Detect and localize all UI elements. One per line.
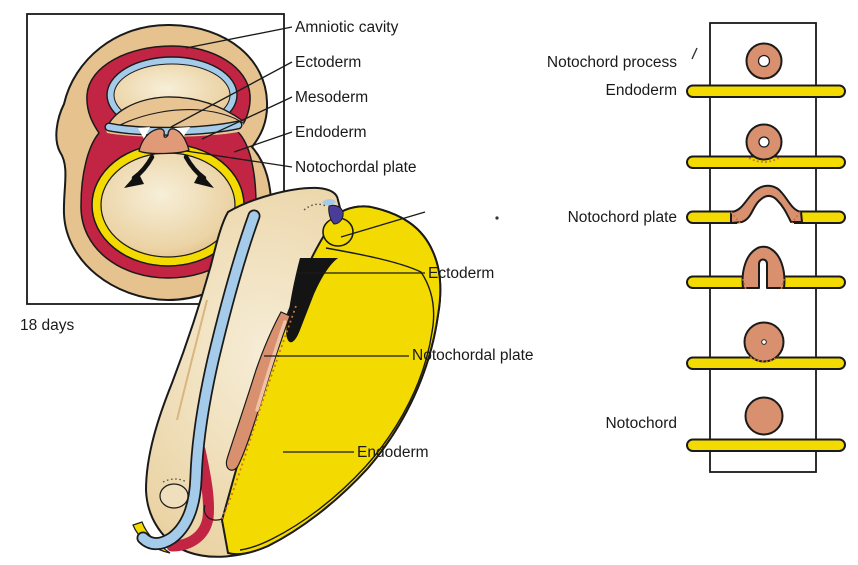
dome-tip-bump <box>159 483 189 509</box>
label-amniotic-cavity: Amniotic cavity <box>295 19 399 36</box>
cross-section-frame <box>26 13 285 305</box>
leader-amniotic-cavity <box>185 26 293 49</box>
cleft-left <box>138 127 150 139</box>
leader-notochordal-plate-cross <box>185 150 293 168</box>
yolk-cavity <box>100 152 236 258</box>
node-blue-fleck <box>322 199 336 206</box>
dome-dotted-arc <box>303 203 327 211</box>
leader-lines <box>170 26 426 453</box>
stage4-junction-right <box>780 278 785 291</box>
label-endoderm-disc: Endoderm <box>357 444 429 461</box>
caption-18-days: 18 days <box>20 317 75 334</box>
disc-rim-line <box>239 247 435 551</box>
infolding-notochord-plate <box>741 245 786 289</box>
leader-mesoderm <box>201 96 293 140</box>
label-notochordal-plate-cross: Notochordal plate <box>295 159 417 176</box>
stage5-lumen <box>761 339 767 345</box>
leader-primitive-node <box>340 211 426 238</box>
leader-endoderm-cross <box>233 131 293 153</box>
label-endoderm-stages: Endoderm <box>605 82 677 99</box>
dome-shading-line <box>176 299 208 421</box>
endoderm-bar-6 <box>686 438 846 452</box>
label-endoderm-cross: Endoderm <box>295 124 367 141</box>
stage4-slit <box>758 274 768 291</box>
disc-ectoderm-edge <box>138 211 259 549</box>
primitive-pit <box>328 204 344 225</box>
migration-arrows <box>124 154 214 188</box>
notochord-plate-arch <box>730 184 803 224</box>
epiblast-contour <box>105 96 244 131</box>
notochord-process-lumen <box>757 54 771 68</box>
stray-dot <box>495 216 499 220</box>
label-ectoderm-cross: Ectoderm <box>295 54 362 71</box>
endoderm-bar-1 <box>686 84 846 98</box>
leader-ectoderm-cross <box>170 61 293 128</box>
notochordal-groove <box>255 320 287 412</box>
notochord <box>744 396 784 436</box>
notochord-stages-figure <box>686 22 846 473</box>
embryonic-disc-figure <box>132 186 442 558</box>
label-notochordal-plate-disc: Notochordal plate <box>412 347 534 364</box>
stray-tick <box>691 47 698 60</box>
cleft-right <box>175 127 190 140</box>
epiblast-fold-line <box>117 109 244 127</box>
endoderm-fold-detail <box>203 504 223 521</box>
label-notochord-plate: Notochord plate <box>567 209 677 226</box>
stage2-lumen <box>758 136 770 148</box>
notochordal-plate-cross <box>138 128 190 155</box>
label-notochord: Notochord <box>605 415 677 432</box>
label-mesoderm: Mesoderm <box>295 89 369 106</box>
label-notochord-process: Notochord process <box>546 54 677 71</box>
stage4-junction-left <box>742 278 747 291</box>
label-ectoderm-disc: Ectoderm <box>428 265 495 282</box>
disc-cleft <box>286 258 338 343</box>
